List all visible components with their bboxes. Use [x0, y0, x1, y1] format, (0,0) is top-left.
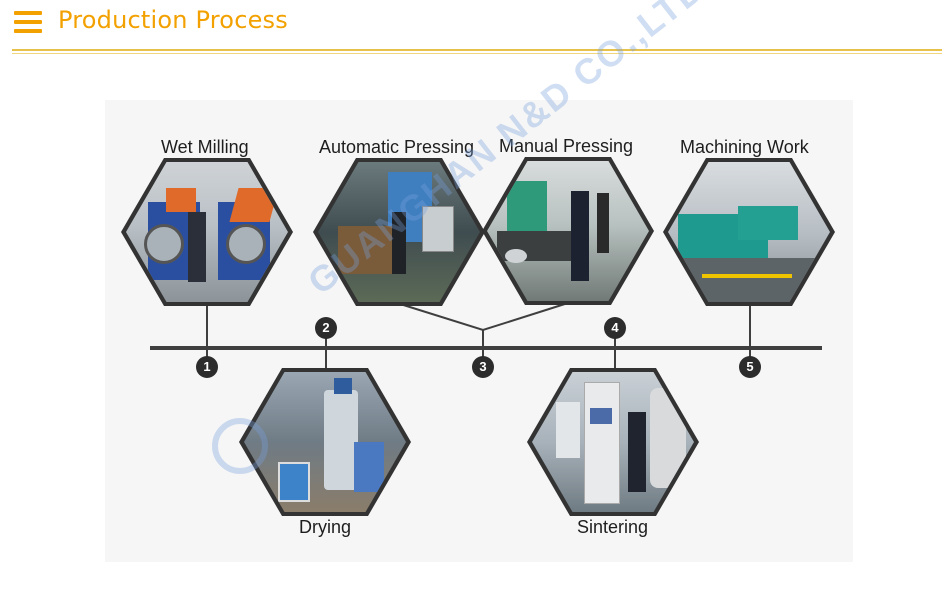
header-rule-thin [12, 53, 942, 54]
step-badge-1: 1 [196, 356, 218, 378]
hex-automatic-pressing [313, 158, 485, 306]
connector-4 [614, 338, 616, 378]
header-rule [12, 49, 942, 51]
watermark-logo-icon [212, 418, 268, 474]
step-badge-4: 4 [604, 317, 626, 339]
connector-5 [749, 305, 751, 357]
hex-manual-pressing [482, 157, 654, 305]
step-label-sintering: Sintering [577, 517, 649, 537]
step-badge-5: 5 [739, 356, 761, 378]
hex-wet-milling [121, 158, 293, 306]
menu-icon[interactable] [14, 11, 42, 33]
timeline-line [150, 346, 822, 350]
hex-sintering [527, 368, 699, 516]
step-label-manual-pressing: Manual Pressing [499, 136, 634, 156]
connector-1 [206, 305, 208, 357]
step-label-machining-work: Machining Work [680, 137, 809, 157]
step-badge-3: 3 [472, 356, 494, 378]
hex-machining-work [663, 158, 835, 306]
connector-2 [325, 338, 327, 378]
step-badge-2: 2 [315, 317, 337, 339]
step-label-automatic-pressing: Automatic Pressing [319, 137, 475, 157]
step-label-wet-milling: Wet Milling [161, 137, 249, 157]
header: Production Process [0, 0, 949, 60]
page-title: Production Process [58, 6, 288, 34]
hex-drying [239, 368, 411, 516]
step-label-drying: Drying [299, 517, 352, 537]
